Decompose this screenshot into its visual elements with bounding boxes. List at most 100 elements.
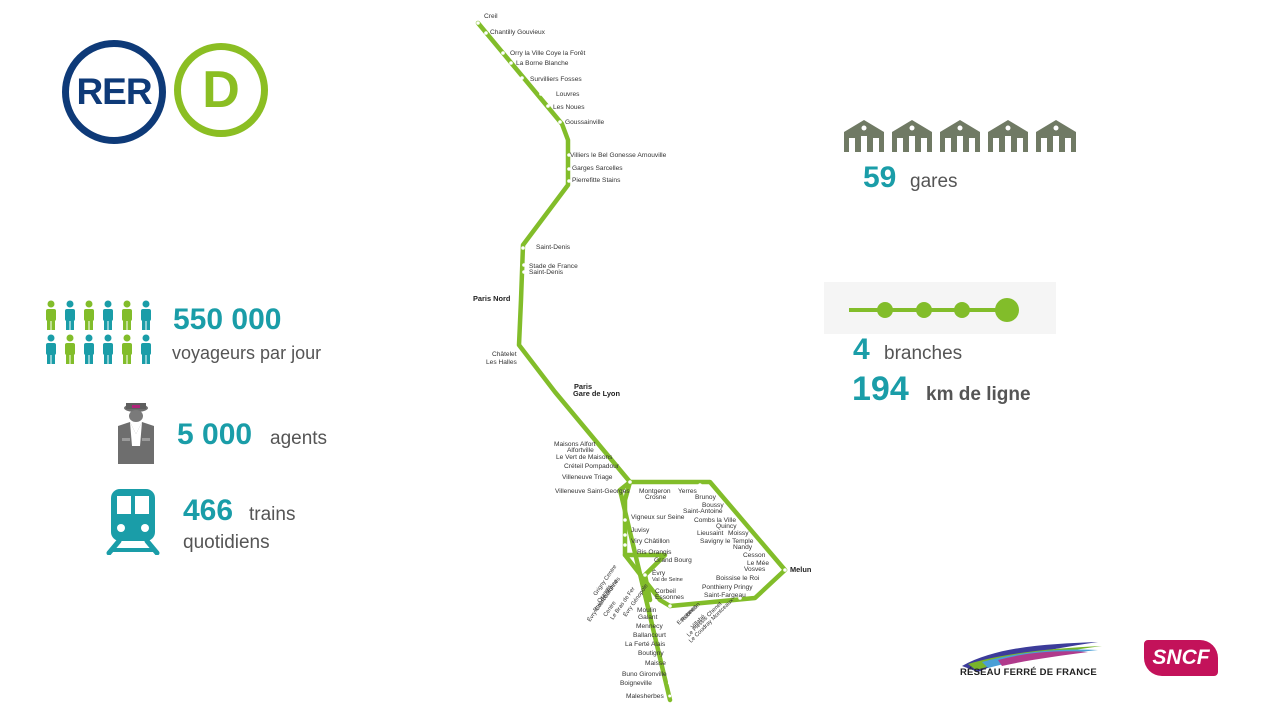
station-label: Savigny le Temple (700, 538, 754, 545)
station-label: Yerres (678, 488, 698, 495)
station-label: Combs la Ville (694, 517, 736, 524)
station-label: Creil (484, 13, 498, 20)
station-label: Ponthierry Pringy (702, 584, 753, 591)
station-label: Cesson (743, 552, 766, 559)
station-dot (643, 573, 647, 577)
station-label: Nandy (733, 544, 753, 551)
person-figure (46, 300, 56, 330)
person-figure (65, 300, 75, 330)
station-label: Villiers le Bel Gonesse Arnouville (570, 152, 667, 159)
branches-count: 4 (853, 333, 870, 366)
person-figure (141, 300, 151, 330)
station-dot (665, 608, 669, 612)
people-icon (46, 300, 151, 364)
station-label: Moulin (637, 607, 657, 614)
person-figure (103, 300, 113, 330)
station-label: Les Noues (553, 104, 585, 111)
station-dot (519, 360, 523, 364)
station-dot (666, 642, 670, 646)
station-label: Montgeron (639, 488, 671, 495)
station-dot (668, 694, 672, 698)
agents-label: agents (270, 428, 328, 449)
station-dot (509, 61, 513, 65)
station-dot (567, 167, 571, 171)
station-label: Brunoy (695, 494, 717, 501)
station-label: Saint-Fargeau (704, 592, 746, 599)
station-label: La Ferté Alais (625, 641, 666, 648)
train-icon (106, 489, 160, 555)
station-label: Maisons Alfort (554, 441, 596, 448)
station-dot (738, 596, 742, 600)
station-house (988, 120, 1028, 152)
station-label: Vosves (744, 566, 766, 573)
station-dot (522, 263, 526, 267)
station-label: Alfortville (567, 447, 594, 454)
station-label: Boutigny (638, 650, 664, 657)
terminus-label: Paris Nord (473, 294, 511, 303)
branches-label: branches (884, 343, 963, 364)
map-line-evry-branch (622, 552, 668, 603)
station-label: Quincy (716, 523, 737, 530)
travellers-label: voyageurs par jour (172, 343, 322, 363)
station-label: Créteil Pompadour (564, 463, 620, 470)
sncf-logo-text: SNCF (1152, 646, 1210, 669)
station-dot (476, 21, 480, 25)
person-figure (141, 334, 151, 364)
station-dot (667, 672, 671, 676)
station-label: Survilliers Fosses (530, 76, 582, 83)
travellers-count: 550 000 (173, 303, 282, 336)
station-dot (666, 633, 670, 637)
station-label: Buno Gironville (622, 671, 667, 678)
station-label: Châtelet (492, 351, 517, 358)
station-dot (667, 681, 671, 685)
terminus-label: Gare de Lyon (573, 389, 620, 398)
station-label: Évry (652, 568, 666, 577)
rer-logo: RER (62, 40, 166, 144)
station-label: Boissise le Roi (716, 575, 760, 582)
agent-icon (118, 403, 154, 464)
station-dot (567, 179, 571, 183)
station-dot (668, 604, 672, 608)
station-label: Pierrefitte Stains (572, 177, 621, 184)
person-figure (122, 334, 132, 364)
line-d-logo: D (174, 43, 268, 137)
station-label: Val de Seine (652, 577, 683, 583)
station-label: Orry la Ville Coye la Forêt (510, 50, 586, 57)
station-label: Ris Orangis (637, 549, 672, 556)
station-label: Louvres (556, 91, 580, 98)
person-figure (122, 300, 132, 330)
station-label: Saint-Denis (536, 244, 571, 251)
agents-count: 5 000 (177, 418, 253, 451)
person-figure (84, 334, 94, 364)
station-label: Les Halles (486, 359, 517, 366)
station-dot (623, 518, 627, 522)
station-label: Le Vert de Maisons (556, 454, 613, 461)
length-label: km de ligne (926, 384, 1031, 405)
stations-count: 59 (863, 161, 897, 194)
station-dot (539, 92, 543, 96)
station-dot (733, 518, 737, 522)
station-label: Boussy (702, 502, 724, 509)
rff-logo (962, 642, 1102, 672)
line-d-logo-text: D (202, 61, 240, 119)
station-label: Le Mée (747, 560, 769, 567)
station-dot (666, 624, 670, 628)
station-label: Boigneville (620, 680, 652, 687)
trains-label-2: quotidiens (183, 532, 270, 553)
map-line-trunk (475, 20, 673, 703)
trains-label-1: trains (249, 504, 296, 525)
line-branches-icon (849, 298, 1019, 322)
station-label: Galant (638, 614, 658, 621)
person-figure (84, 300, 94, 330)
station-label: Lieusaint (697, 530, 724, 537)
station-label: Juvisy (631, 527, 650, 534)
terminus-label: Melun (790, 565, 812, 574)
station-dot (623, 543, 627, 547)
station-label: Moissy (728, 530, 749, 537)
person-figure (46, 334, 56, 364)
station-label: Vigneux sur Seine (631, 514, 685, 521)
stations-label: gares (910, 171, 958, 192)
person-figure (65, 334, 75, 364)
station-dot (558, 120, 562, 124)
station-dot (484, 31, 488, 35)
